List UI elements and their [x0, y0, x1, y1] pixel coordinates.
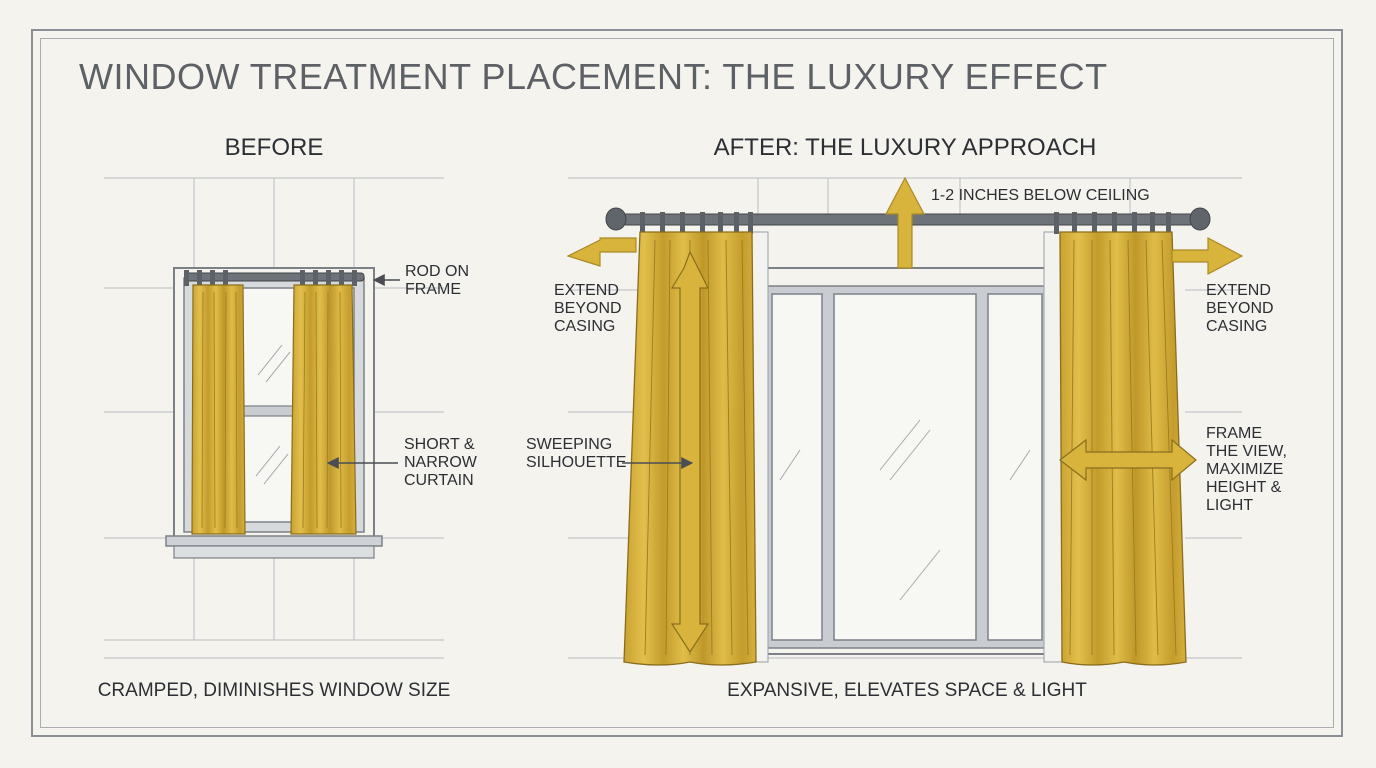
before-caption: CRAMPED, DIMINISHES WINDOW SIZE — [97, 680, 451, 701]
outer-border — [31, 29, 1343, 737]
before-curtain-left — [191, 284, 246, 535]
diagram-title: WINDOW TREATMENT PLACEMENT: THE LUXURY E… — [79, 56, 1108, 97]
after-heading: AFTER: THE LUXURY APPROACH — [713, 134, 1097, 161]
rod-on-frame-label: ROD ON FRAME — [405, 263, 469, 298]
extend-left-arrow — [566, 237, 637, 267]
height-double-arrow — [670, 250, 710, 654]
after-curtain-right — [1059, 231, 1187, 666]
extend-left-label: EXTEND BEYOND CASING — [554, 282, 622, 335]
extend-right-arrow — [1171, 237, 1244, 275]
width-double-arrow — [1059, 438, 1197, 482]
inner-border — [40, 38, 1334, 728]
frame-the-view-label: FRAME THE VIEW, MAXIMIZE HEIGHT & LIGHT — [1206, 425, 1287, 514]
sweeping-silhouette-label: SWEEPING SILHOUETTE — [526, 436, 627, 471]
after-caption: EXPANSIVE, ELEVATES SPACE & LIGHT — [727, 680, 1087, 701]
after-window — [755, 267, 1057, 655]
ceiling-up-arrow — [885, 176, 925, 269]
below-ceiling-label: 1-2 INCHES BELOW CEILING — [931, 187, 1150, 204]
before-heading: BEFORE — [224, 134, 324, 161]
before-rod — [184, 270, 365, 286]
extend-right-label: EXTEND BEYOND CASING — [1206, 282, 1274, 335]
short-narrow-curtain-label: SHORT & NARROW CURTAIN — [404, 436, 477, 489]
before-curtain-right — [290, 284, 357, 535]
